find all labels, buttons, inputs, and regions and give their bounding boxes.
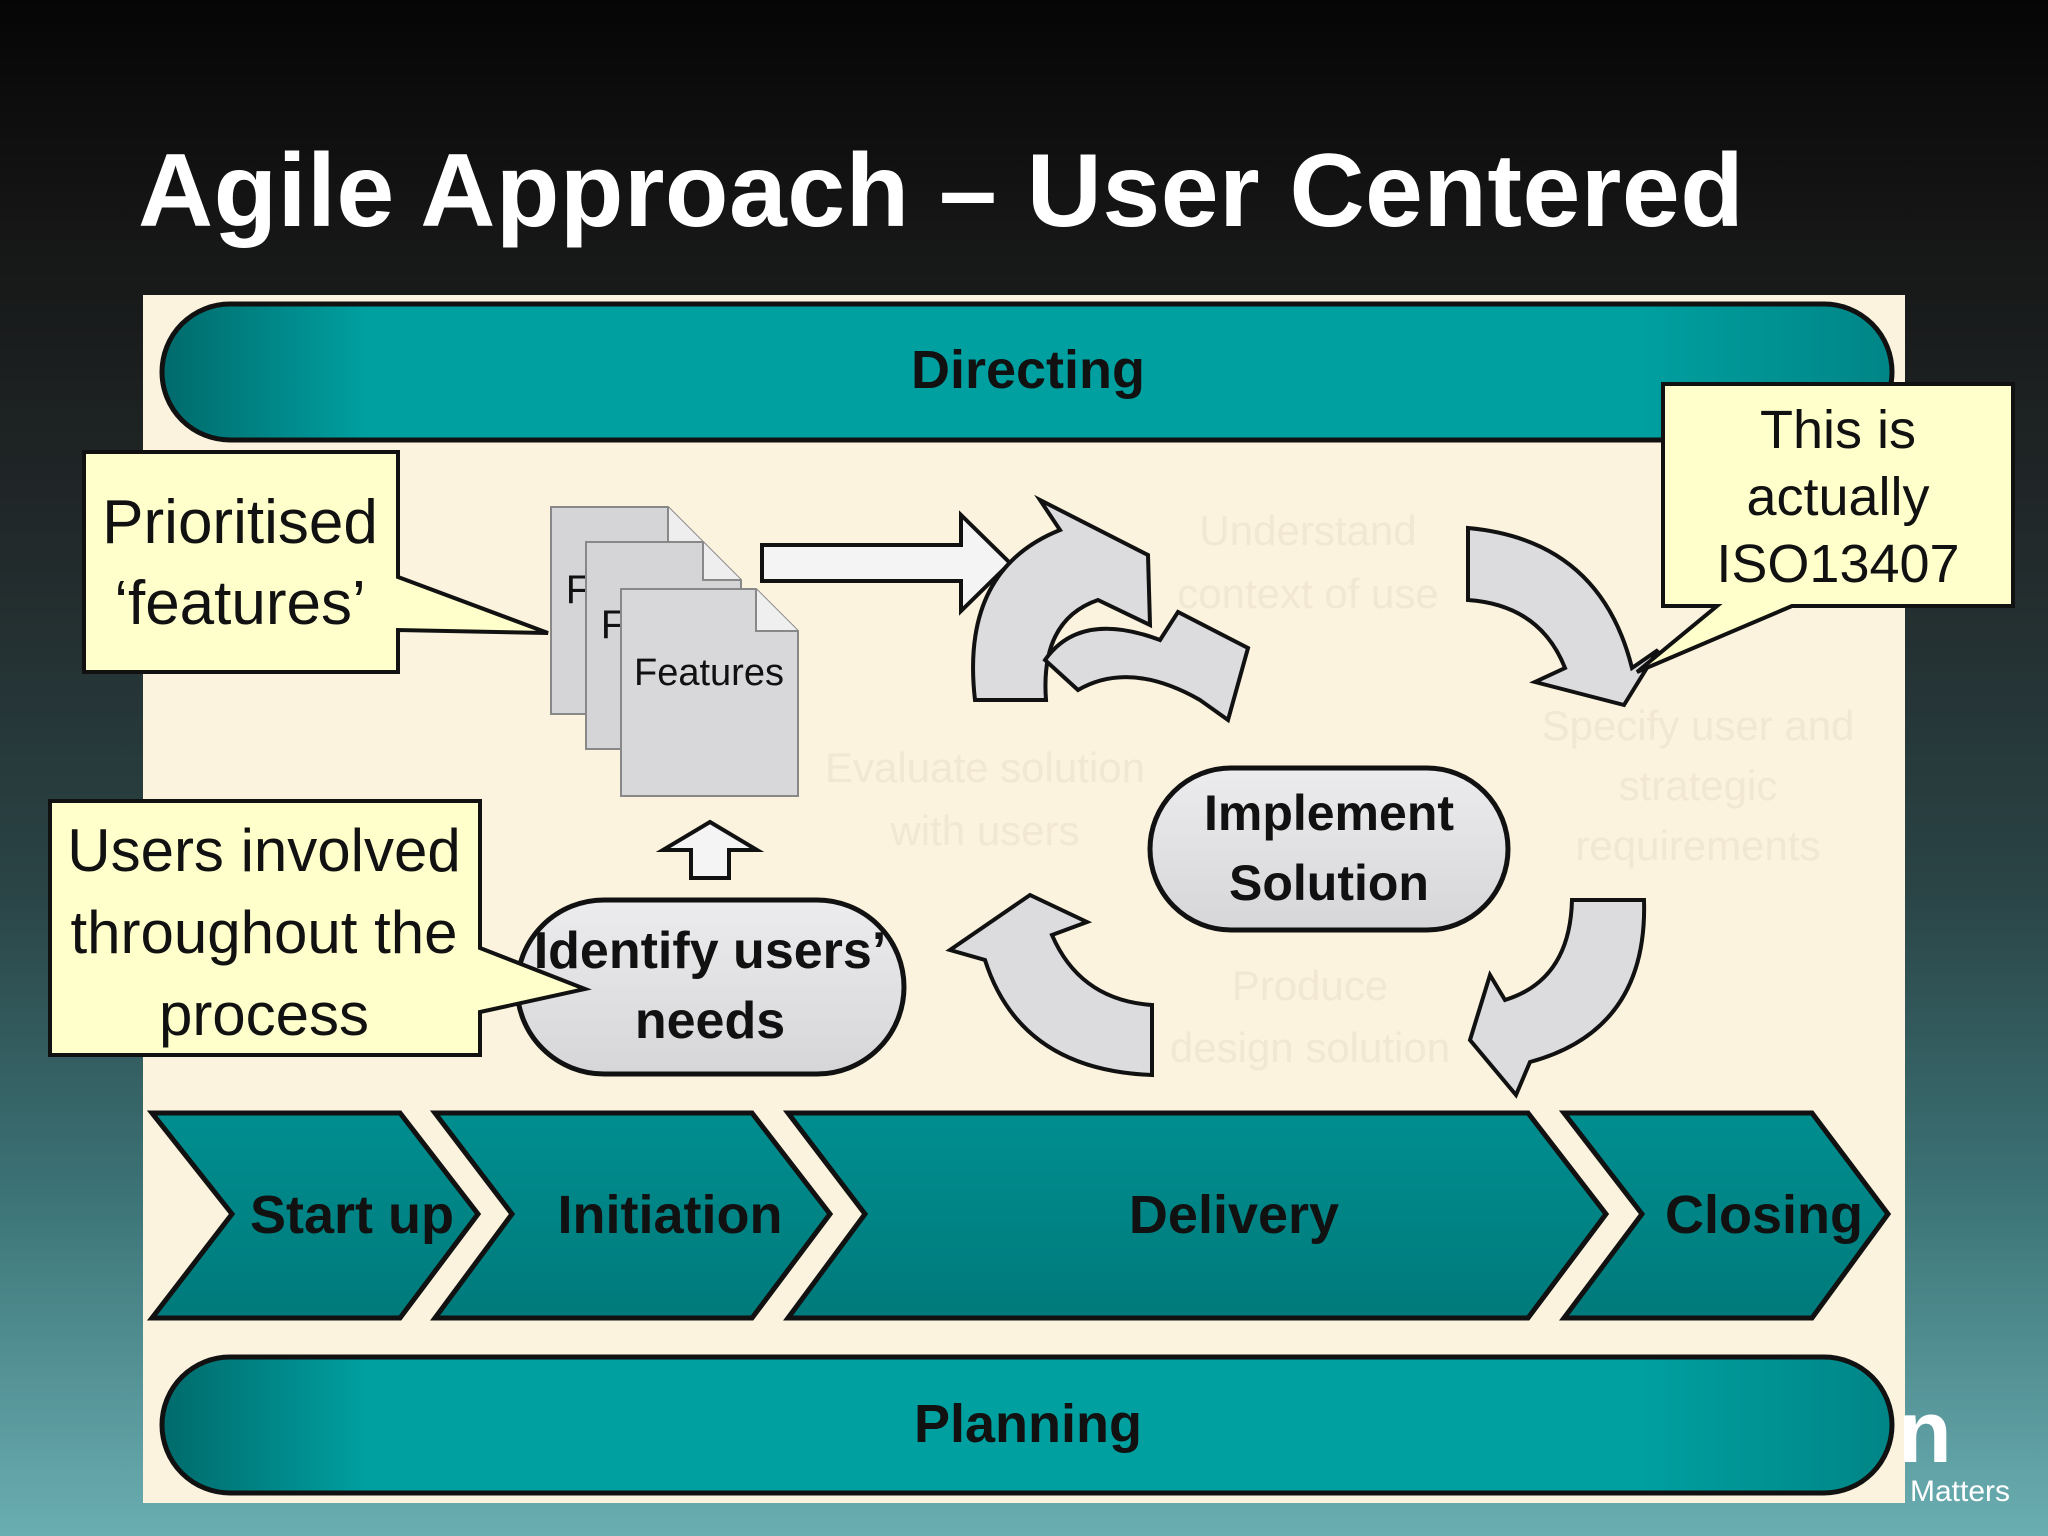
faded-step-design: Produce design solution — [1170, 962, 1450, 1071]
directing-band: Directing — [159, 301, 1895, 443]
callout-prioritised-features: Prioritised ‘features’ — [82, 450, 549, 674]
curved-arrow-icon — [1042, 609, 1251, 724]
node-identify-users-needs: Identify users’ needs — [514, 897, 907, 1077]
node-label: needs — [635, 992, 785, 1050]
node-label: Implement — [1204, 785, 1454, 841]
callout-text: process — [159, 981, 369, 1048]
document-features-label: Features — [634, 652, 784, 694]
stage-label: Initiation — [558, 1185, 783, 1245]
callout-text: Prioritised — [102, 488, 378, 557]
node-label: Identify users’ — [534, 922, 887, 980]
node-label: Solution — [1229, 855, 1429, 911]
faded-step-context: Understand context of use — [1177, 507, 1439, 617]
stage-chevrons: Start up Initiation Delivery Closing — [146, 1110, 1892, 1321]
brand-logo-mark: n — [1898, 1382, 1952, 1481]
document-front: Features — [620, 588, 799, 797]
faded-cycle-steps: Understand context of use Specify user a… — [825, 507, 1854, 1071]
cycle-arrows — [945, 494, 1660, 1099]
callout-text: ‘features’ — [114, 569, 366, 638]
callout-text: throughout the — [71, 899, 458, 966]
curved-arrow-icon — [1466, 525, 1660, 708]
brand-tagline: Matters — [1910, 1475, 2011, 1508]
stage-start-up: Start up — [146, 1110, 482, 1321]
curved-arrow-icon — [1467, 898, 1647, 1099]
faded-step-text: Understand — [1199, 507, 1416, 554]
stage-label: Delivery — [1129, 1185, 1339, 1245]
arrow-right-icon — [760, 510, 1013, 616]
stage-closing: Closing — [1558, 1110, 1892, 1321]
faded-step-text: Evaluate solution — [825, 744, 1145, 791]
callout-users-involved: Users involved throughout the process — [48, 799, 592, 1057]
faded-step-text: context of use — [1177, 570, 1439, 617]
callout-text: ISO13407 — [1716, 534, 1959, 594]
directing-label: Directing — [911, 340, 1145, 400]
stage-label: Closing — [1665, 1185, 1863, 1245]
callout-iso13407: This is actually ISO13407 — [1635, 382, 2015, 674]
planning-band: Planning — [159, 1354, 1895, 1496]
slide-title: Agile Approach – User Centered — [138, 133, 1745, 249]
faded-step-text: Specify user and — [1542, 702, 1855, 749]
faded-step-text: strategic — [1619, 762, 1778, 809]
faded-step-text: design solution — [1170, 1024, 1450, 1071]
callout-text: Users involved — [67, 817, 461, 884]
node-implement-solution: Implement Solution — [1147, 765, 1511, 933]
stage-label: Start up — [250, 1185, 454, 1245]
faded-step-text: requirements — [1575, 822, 1820, 869]
faded-step-text: with users — [889, 807, 1079, 854]
arrow-up-icon — [655, 819, 765, 880]
faded-step-requirements: Specify user and strategic requirements — [1542, 702, 1855, 869]
faded-step-text: Produce — [1232, 962, 1388, 1009]
callout-text: actually — [1746, 467, 1929, 527]
faded-step-evaluate: Evaluate solution with users — [825, 744, 1145, 854]
features-document-stack: F F Features — [550, 506, 799, 797]
stage-initiation: Initiation — [429, 1110, 834, 1321]
planning-label: Planning — [914, 1394, 1142, 1454]
curved-arrow-icon — [945, 892, 1154, 1078]
callout-text: This is — [1760, 400, 1916, 460]
stage-delivery: Delivery — [782, 1110, 1610, 1321]
